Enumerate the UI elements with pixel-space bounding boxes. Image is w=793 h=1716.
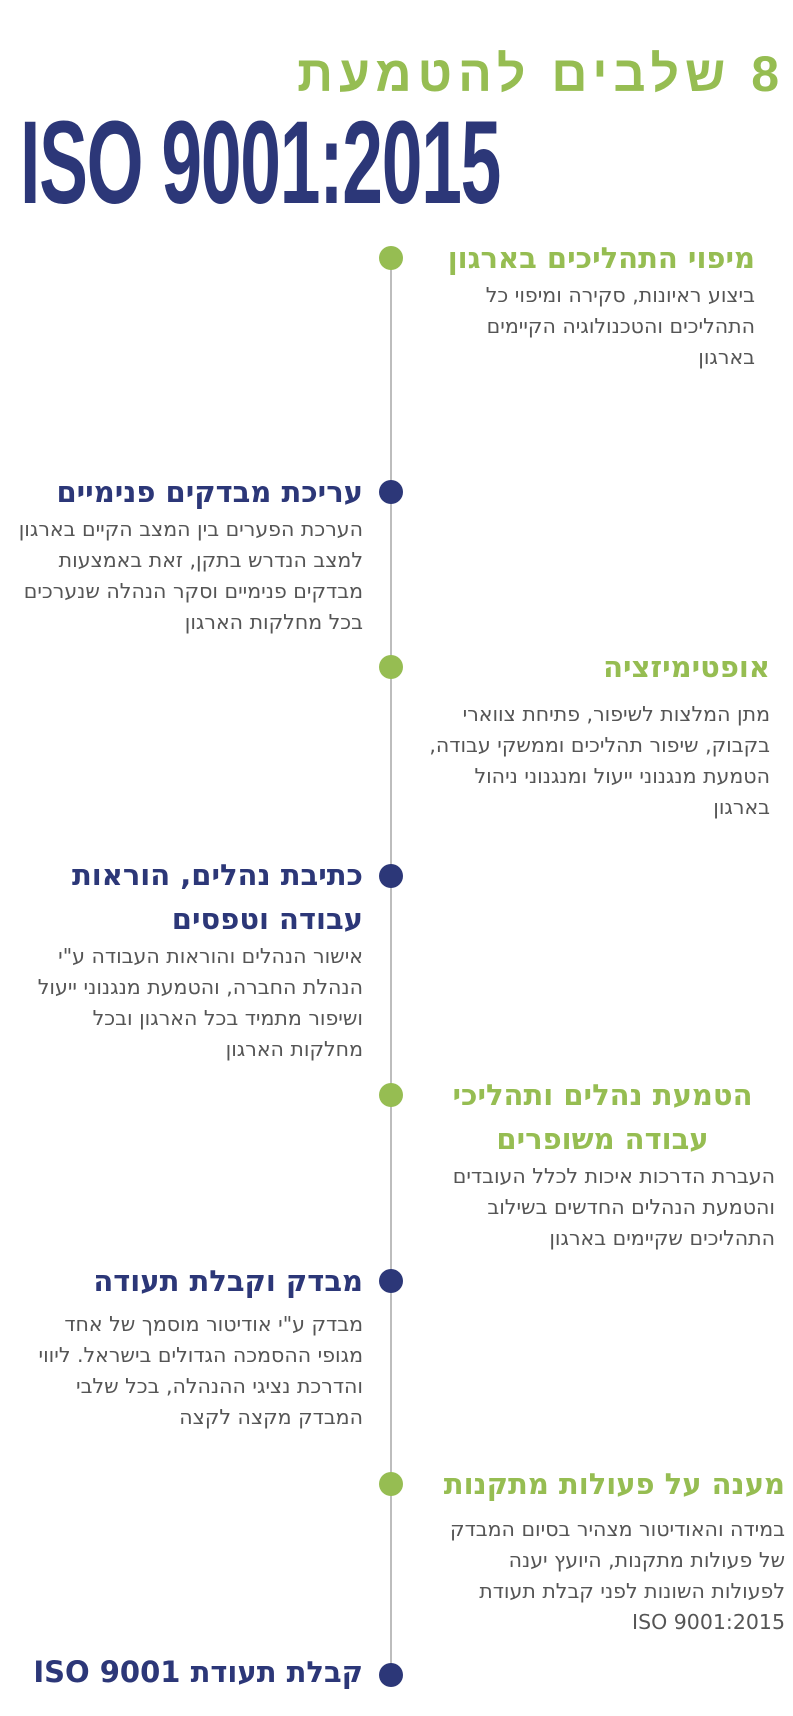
timeline-dot-6 bbox=[379, 1269, 403, 1293]
timeline-line bbox=[390, 258, 392, 1678]
step-2: עריכת מבדקים פנימיים הערכת הפערים בין המ… bbox=[18, 470, 363, 638]
timeline-dot-2 bbox=[379, 480, 403, 504]
timeline-dot-7 bbox=[379, 1472, 403, 1496]
step-6-body: מבדק ע"י אודיטור מוסמך של אחד מגופי ההסמ… bbox=[38, 1312, 363, 1429]
step-1: מיפוי התהליכים בארגון ביצוע ראיונות, סקי… bbox=[425, 236, 755, 373]
timeline-dot-5 bbox=[379, 1083, 403, 1107]
step-4: כתיבת נהלים, הוראות עבודה וטפסים אישור ה… bbox=[18, 853, 363, 1065]
step-7: מענה על פעולות מתקנות במידה והאודיטור מצ… bbox=[425, 1462, 785, 1638]
step-7-body: במידה והאודיטור מצהיר בסיום המבדק של פעו… bbox=[450, 1517, 785, 1634]
step-3-heading: אופטימיזציה bbox=[603, 650, 770, 684]
step-7-heading: מענה על פעולות מתקנות bbox=[443, 1467, 785, 1501]
step-1-heading: מיפוי התהליכים בארגון bbox=[447, 241, 755, 275]
step-5-body: העברת הדרכות איכות לכלל העובדים והטמעת ה… bbox=[452, 1164, 775, 1250]
page-title: ISO 9001:2015 bbox=[20, 97, 501, 229]
page-subtitle: 8 שלבים להטמעת bbox=[297, 46, 785, 102]
step-4-heading: כתיבת נהלים, הוראות עבודה וטפסים bbox=[71, 858, 363, 936]
step-5: הטמעת נהלים ותהליכי עבודה משופרים העברת … bbox=[430, 1073, 776, 1254]
step-3: אופטימיזציה מתן המלצות לשיפור, פתיחת צוו… bbox=[425, 645, 770, 823]
step-4-body: אישור הנהלים והוראות העבודה ע"י הנהלת הח… bbox=[37, 944, 363, 1061]
step-1-body: ביצוע ראיונות, סקירה ומיפוי כל התהליכים … bbox=[485, 283, 755, 369]
step-5-heading: הטמעת נהלים ותהליכי עבודה משופרים bbox=[452, 1078, 753, 1156]
timeline-dot-4 bbox=[379, 864, 403, 888]
step-2-body: הערכת הפערים בין המצב הקיים בארגון למצב … bbox=[18, 517, 363, 634]
step-6-heading: מבדק וקבלת תעודה bbox=[93, 1264, 363, 1298]
step-6: מבדק וקבלת תעודה מבדק ע"י אודיטור מוסמך … bbox=[18, 1259, 363, 1433]
step-8-heading: קבלת תעודת ISO 9001 bbox=[33, 1655, 363, 1689]
step-3-body: מתן המלצות לשיפור, פתיחת צווארי בקבוק, ש… bbox=[429, 702, 770, 819]
timeline-dot-8 bbox=[379, 1663, 403, 1687]
timeline-dot-3 bbox=[379, 655, 403, 679]
timeline-dot-1 bbox=[379, 246, 403, 270]
step-8: קבלת תעודת ISO 9001 bbox=[18, 1650, 363, 1694]
step-2-heading: עריכת מבדקים פנימיים bbox=[56, 475, 363, 509]
